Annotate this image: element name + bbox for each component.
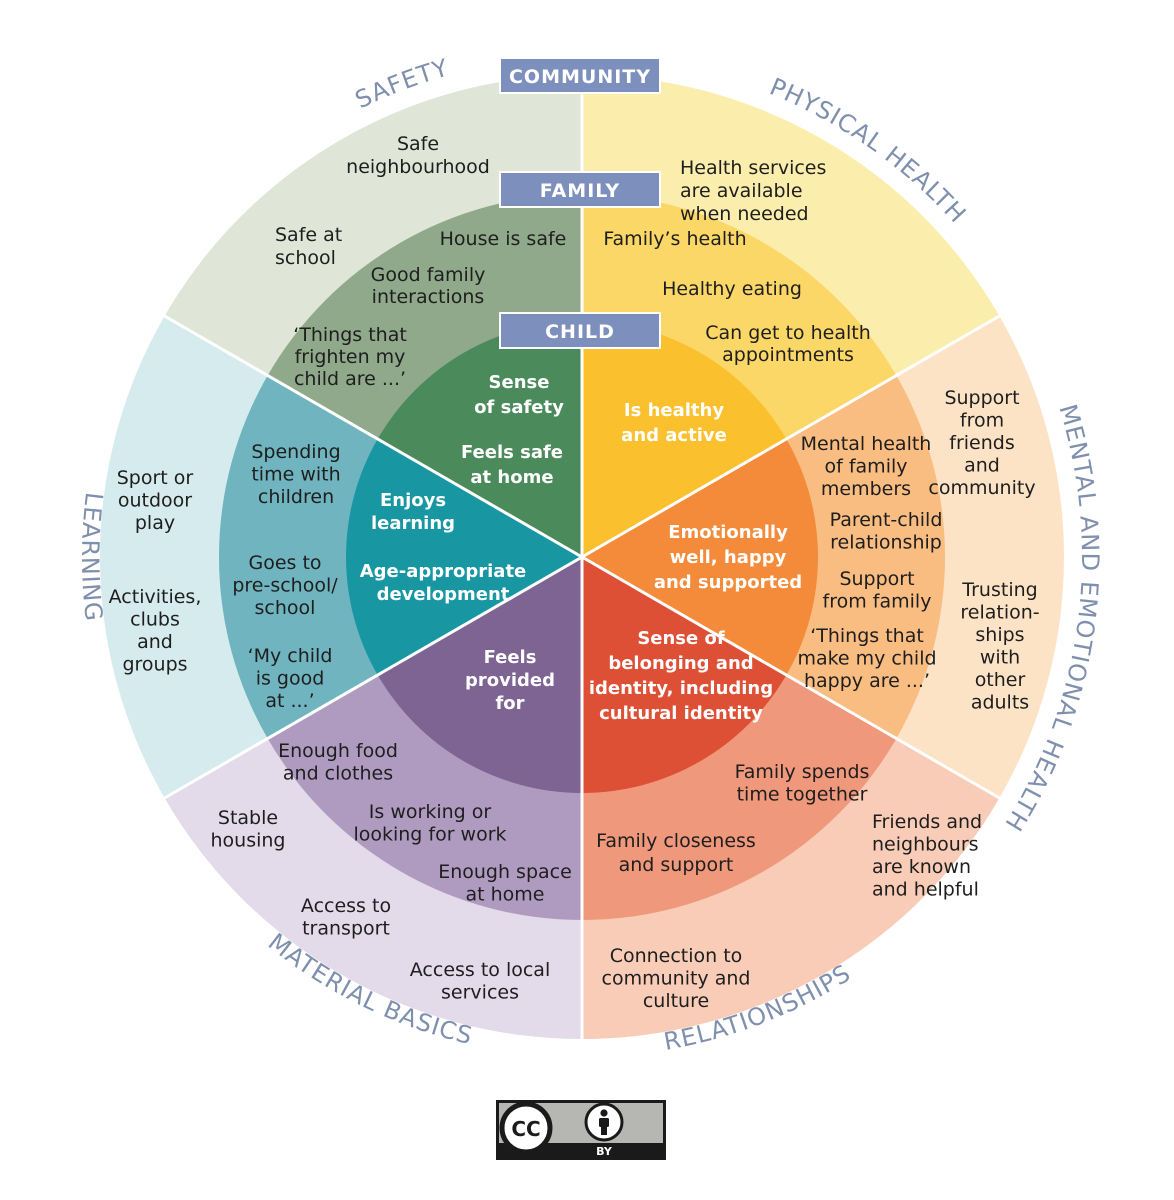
- community-banner-label: COMMUNITY: [509, 66, 651, 88]
- family-banner: FAMILY: [499, 171, 661, 208]
- family-physical-item: Healthy eating: [662, 278, 802, 300]
- cc-by-license-badge: CC BY: [496, 1100, 666, 1160]
- sectors: [99, 75, 1064, 1039]
- by-label: BY: [596, 1145, 613, 1158]
- cc-icon-label: CC: [511, 1117, 540, 1141]
- child-ring-safety-sector: [377, 321, 582, 557]
- child-banner: CHILD: [499, 312, 661, 349]
- community-banner: COMMUNITY: [499, 57, 661, 94]
- family-physical-item: Family’s health: [603, 228, 746, 250]
- family-banner-label: FAMILY: [540, 180, 620, 202]
- sector-divider: [581, 555, 1002, 801]
- sector-divider: [162, 555, 583, 801]
- child-ring-material-sector: [377, 557, 582, 793]
- child-ring-relationships-sector: [582, 557, 787, 793]
- cc-icon: [499, 1101, 553, 1155]
- domain-label-learning: LEARNING: [76, 491, 108, 623]
- child-banner-label: CHILD: [545, 321, 615, 343]
- child-ring-learning-sector: [346, 439, 582, 675]
- child-ring-physical-sector: [582, 321, 787, 557]
- sector-divider: [162, 313, 583, 559]
- child-ring-mental-sector: [582, 439, 819, 675]
- sector-divider: [581, 313, 1002, 559]
- family-safety-item: House is safe: [440, 228, 567, 250]
- divider-lines: [162, 73, 1002, 1041]
